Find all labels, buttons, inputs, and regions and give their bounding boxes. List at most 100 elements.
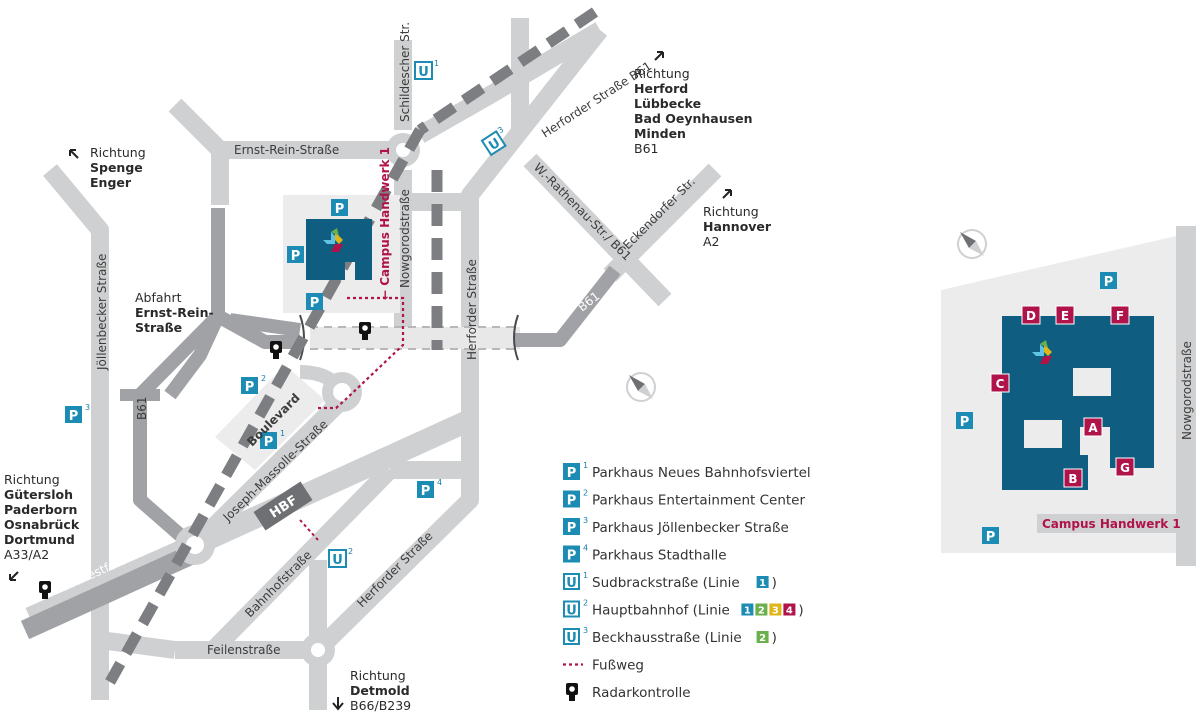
svg-text:3: 3 xyxy=(496,125,505,135)
street-label: Bahnhofstraße xyxy=(242,548,314,620)
parking-marker[interactable]: P xyxy=(331,199,348,217)
compass-icon xyxy=(957,229,987,259)
parking-p2-marker[interactable]: P 2 xyxy=(241,374,266,395)
svg-text:3: 3 xyxy=(583,516,588,525)
ubahn-u2-marker[interactable]: U 2 xyxy=(328,547,353,568)
svg-text:G: G xyxy=(1120,461,1130,475)
campus-building xyxy=(306,219,372,280)
legend-label: Radarkontrolle xyxy=(592,685,691,701)
dashed-corridor xyxy=(310,327,520,349)
railway-main xyxy=(416,7,599,135)
svg-text:1: 1 xyxy=(583,571,588,580)
entrance-d[interactable]: D xyxy=(1021,305,1041,325)
svg-text:2: 2 xyxy=(261,374,266,383)
svg-text:P: P xyxy=(291,249,301,264)
svg-text:P: P xyxy=(264,435,274,450)
legend-label: Parkhaus Stadthalle xyxy=(592,548,727,564)
svg-text:D: D xyxy=(1026,309,1036,323)
svg-text:A: A xyxy=(1088,421,1098,435)
svg-text:Hannover: Hannover xyxy=(703,219,772,234)
svg-text:Nowgorodstraße: Nowgorodstraße xyxy=(1180,341,1194,440)
svg-text:P: P xyxy=(567,466,577,481)
legend-label: Parkhaus Entertainment Center xyxy=(592,493,805,509)
parking-marker[interactable]: P xyxy=(1100,272,1117,290)
legend-label: Parkhaus Jöllenbecker Straße xyxy=(592,520,789,536)
svg-text:P: P xyxy=(567,494,577,509)
legend-label: Sudbrackstraße (Linie xyxy=(592,575,740,591)
svg-text:P: P xyxy=(986,530,996,545)
street-label: W.-Rathenau-Str./ B61 xyxy=(531,160,634,263)
parking-p1-marker[interactable]: P 1 xyxy=(260,429,285,450)
svg-text:1: 1 xyxy=(280,429,285,438)
entrance-c[interactable]: C xyxy=(990,373,1010,393)
svg-text:Lübbecke: Lübbecke xyxy=(634,96,701,111)
svg-text:Detmold: Detmold xyxy=(350,683,410,698)
direction-spenge: Richtung Spenge Enger xyxy=(69,145,146,190)
parking-marker[interactable]: P xyxy=(287,246,304,264)
svg-text:4: 4 xyxy=(437,478,442,487)
svg-text:3: 3 xyxy=(583,626,588,635)
line-badge: 4 xyxy=(783,603,796,617)
entrance-g[interactable]: G xyxy=(1115,457,1135,477)
campus-label: ← Campus Handwerk 1 xyxy=(378,147,392,300)
svg-text:3: 3 xyxy=(85,403,90,412)
entrance-f[interactable]: F xyxy=(1110,305,1130,325)
svg-text:P: P xyxy=(335,202,345,217)
entrance-e[interactable]: E xyxy=(1055,305,1075,325)
legend-label: Parkhaus Neues Bahnhofsviertel xyxy=(592,465,811,481)
svg-text:1: 1 xyxy=(583,461,588,470)
svg-text:Campus Handwerk 1: Campus Handwerk 1 xyxy=(1042,517,1181,531)
direction-guetersloh: Richtung Gütersloh Paderborn Osnabrück D… xyxy=(4,472,80,581)
street-label: Ernst-Rein-Straße xyxy=(234,143,339,157)
svg-text:B61: B61 xyxy=(634,141,658,156)
line-badge: 2 xyxy=(755,603,768,617)
svg-text:1: 1 xyxy=(744,606,751,617)
svg-text:Enger: Enger xyxy=(90,175,132,190)
ubahn-u3-marker[interactable]: U 3 xyxy=(480,125,512,157)
motorway-b61 xyxy=(20,208,621,640)
entrance-b[interactable]: B xyxy=(1063,468,1083,488)
svg-text:2: 2 xyxy=(583,599,588,608)
svg-text:U: U xyxy=(566,576,577,591)
legend-item: Radarkontrolle xyxy=(566,683,691,701)
parking-marker[interactable]: P xyxy=(982,527,999,545)
parking-marker[interactable]: P xyxy=(956,412,973,430)
street-label: Jöllenbecker Straße xyxy=(95,254,109,371)
parking-marker[interactable]: P xyxy=(306,293,323,311)
parking-p3-marker[interactable]: P 3 xyxy=(65,403,90,424)
svg-text:Gütersloh: Gütersloh xyxy=(4,487,73,502)
svg-text:Spenge: Spenge xyxy=(90,160,143,175)
svg-text:Paderborn: Paderborn xyxy=(4,502,77,517)
direction-herford: Richtung Herford Lübbecke Bad Oeynhausen… xyxy=(634,51,752,156)
exit-label: Abfahrt Ernst-Rein- Straße xyxy=(135,290,218,335)
svg-text:E: E xyxy=(1061,309,1069,323)
street-label: Nowgorodstraße xyxy=(398,189,412,288)
street-label: Herforder Straße xyxy=(354,529,435,610)
direction-detmold: Richtung Detmold B66/B239 xyxy=(332,668,411,713)
svg-text:U: U xyxy=(566,631,577,646)
street-label: Feilenstraße xyxy=(207,643,280,657)
line-badge: 1 xyxy=(741,603,754,617)
svg-text:Richtung: Richtung xyxy=(634,66,690,81)
legend-item: P1 Parkhaus Neues Bahnhofsviertel xyxy=(563,461,811,481)
svg-text:2: 2 xyxy=(758,606,765,617)
svg-text:B: B xyxy=(1068,472,1077,486)
ubahn-u1-marker[interactable]: U 1 xyxy=(414,59,439,80)
svg-text:P: P xyxy=(960,415,970,430)
street-label: Herforder Straße xyxy=(465,259,479,360)
street-label: Schildescher Str. xyxy=(398,22,412,122)
svg-text:F: F xyxy=(1116,309,1124,323)
entrance-a[interactable]: A xyxy=(1083,417,1103,437)
svg-text:Richtung: Richtung xyxy=(4,472,60,487)
svg-text:1: 1 xyxy=(759,578,766,589)
svg-text:P: P xyxy=(69,409,79,424)
parking-p4-marker[interactable]: P 4 xyxy=(417,478,442,499)
svg-text:P: P xyxy=(1104,275,1114,290)
svg-text:Osnabrück: Osnabrück xyxy=(4,517,80,532)
svg-text:4: 4 xyxy=(583,544,588,553)
svg-text:C: C xyxy=(996,377,1005,391)
